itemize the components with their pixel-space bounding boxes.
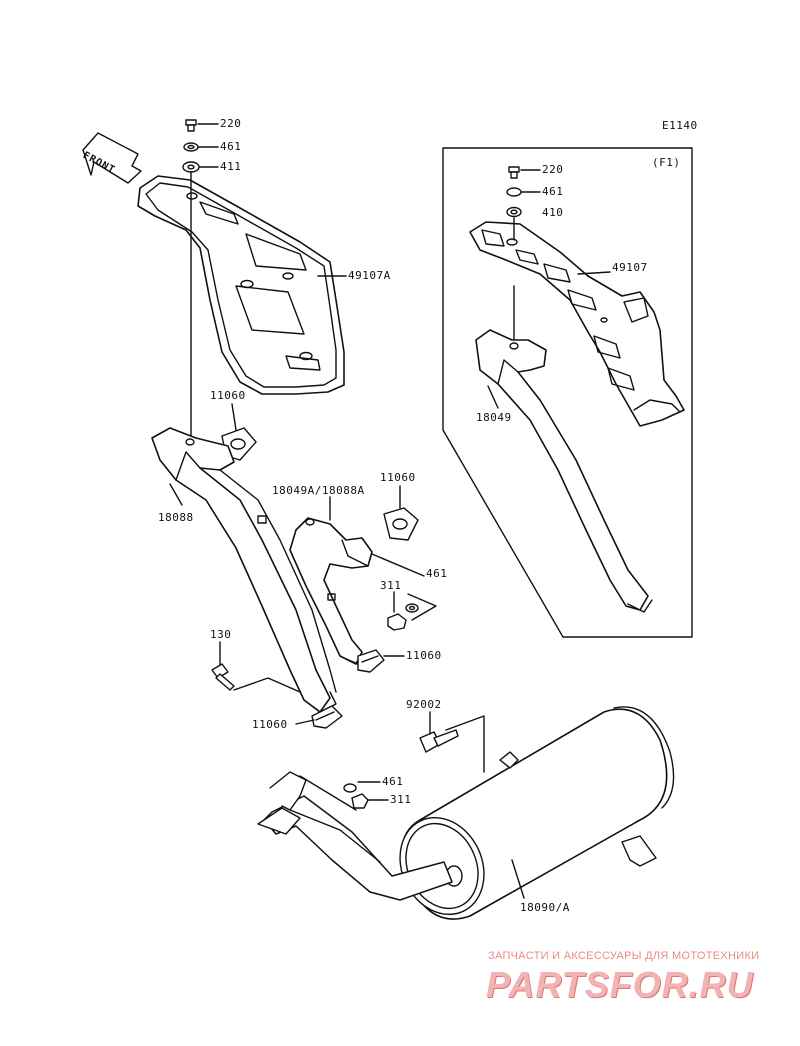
gasket-11060-bottom: [311, 705, 343, 729]
part-label-311-mid: 311: [380, 579, 402, 592]
front-arrow-icon: [82, 132, 142, 184]
part-label-11060-lower: 11060: [406, 649, 442, 662]
exhaust-pipe-muffler-inlet: [257, 771, 453, 901]
part-label-311-lower: 311: [390, 793, 412, 806]
part-label-461: 461: [220, 140, 242, 153]
part-label-18049: 18049: [476, 411, 512, 424]
bolt-220-icon: [185, 119, 197, 132]
bolt-220-f1-icon: [508, 166, 520, 179]
heat-shield-49107: [469, 221, 685, 427]
exhaust-pipe-18049A: [289, 517, 373, 665]
nut-311-mid: [387, 613, 407, 631]
part-label-461-mid: 461: [426, 567, 448, 580]
part-label-18090A: 18090/A: [520, 901, 570, 914]
washer-410-icon: [506, 206, 522, 218]
part-label-18049A-18088A: 18049A/18088A: [272, 484, 365, 497]
part-label-49107: 49107: [612, 261, 648, 274]
washer-461-mid: [405, 603, 419, 613]
watermark-subtitle: ЗАПЧАСТИ И АКСЕССУАРЫ ДЛЯ МОТОТЕХНИКИ: [488, 950, 760, 962]
part-label-461-f1: 461: [542, 185, 564, 198]
gasket-11060-lower: [357, 649, 385, 673]
gasket-11060-mid: [383, 507, 419, 541]
exhaust-pipe-18049: [475, 329, 653, 613]
variant-label: (F1): [652, 156, 681, 169]
washer-461-f1-icon: [506, 187, 522, 197]
washer-461-icon: [183, 142, 199, 152]
part-label-410: 410: [542, 206, 564, 219]
part-label-11060-bottom: 11060: [252, 718, 288, 731]
heat-shield-49107A: [137, 175, 345, 395]
part-label-49107A: 49107A: [348, 269, 391, 282]
part-label-11060-top: 11060: [210, 389, 246, 402]
part-label-220-f1: 220: [542, 163, 564, 176]
exhaust-pipe-18088: [151, 427, 337, 713]
nut-311-lower: [351, 793, 369, 809]
bolt-130-icon: [211, 663, 235, 691]
part-label-220: 220: [220, 117, 242, 130]
part-label-411: 411: [220, 160, 242, 173]
part-label-11060-mid: 11060: [380, 471, 416, 484]
washer-461-lower: [343, 783, 357, 793]
part-label-130: 130: [210, 628, 232, 641]
washer-411-icon: [182, 161, 200, 173]
part-label-92002: 92002: [406, 698, 442, 711]
part-label-18088: 18088: [158, 511, 194, 524]
bolt-92002-icon: [419, 729, 459, 753]
variant-f1-frame: [442, 147, 693, 638]
diagram-code: E1140: [662, 119, 698, 132]
part-label-461-lower: 461: [382, 775, 404, 788]
watermark-brand: PARTSFOR.RU: [486, 964, 754, 1005]
